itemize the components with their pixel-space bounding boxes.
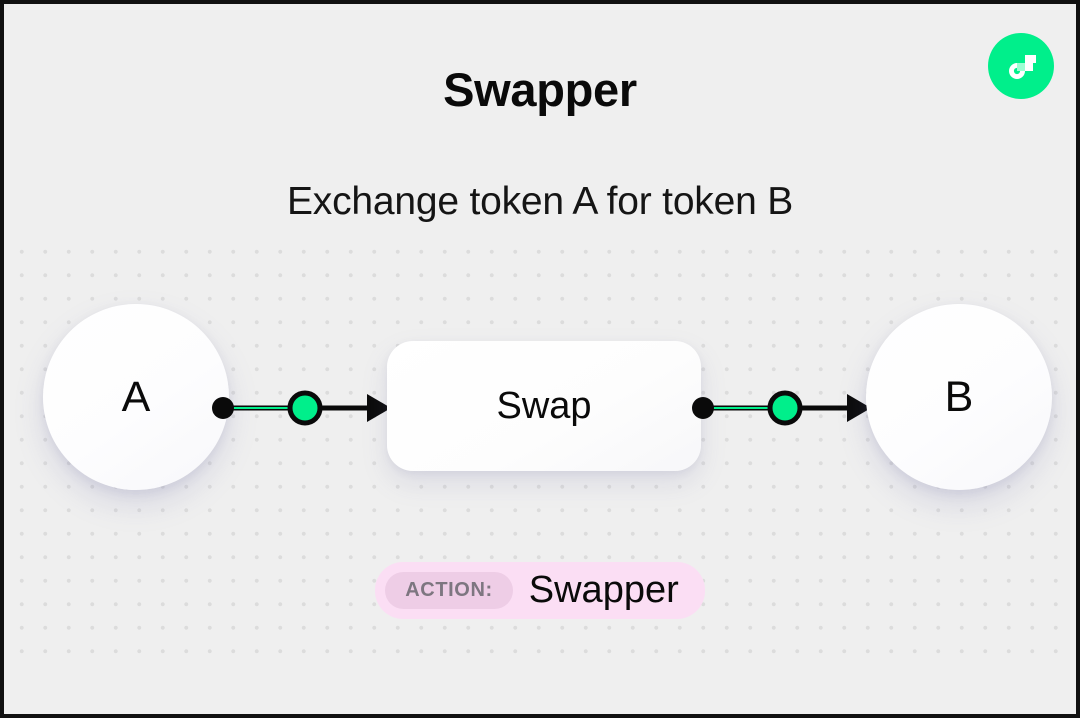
node-token-b-label: B — [944, 372, 974, 421]
flow-logo-icon — [988, 33, 1054, 99]
node-token-b[interactable]: B — [866, 304, 1052, 490]
node-token-a[interactable]: A — [43, 304, 229, 490]
edge-swap-to-b — [689, 384, 871, 432]
action-badge-value: Swapper — [528, 569, 679, 611]
page-subtitle: Exchange token A for token B — [286, 180, 794, 223]
flow-diagram: A Swap B — [4, 304, 1076, 534]
node-token-a-label: A — [121, 372, 151, 421]
node-swap[interactable]: Swap — [387, 341, 701, 471]
action-badge-pill: ACTION: Swapper — [375, 562, 705, 619]
page-title: Swapper — [443, 63, 637, 116]
action-badge: ACTION: Swapper — [4, 562, 1076, 619]
node-swap-label: Swap — [496, 384, 592, 427]
action-badge-tag: ACTION: — [385, 572, 513, 609]
edge-a-to-swap — [209, 384, 391, 432]
